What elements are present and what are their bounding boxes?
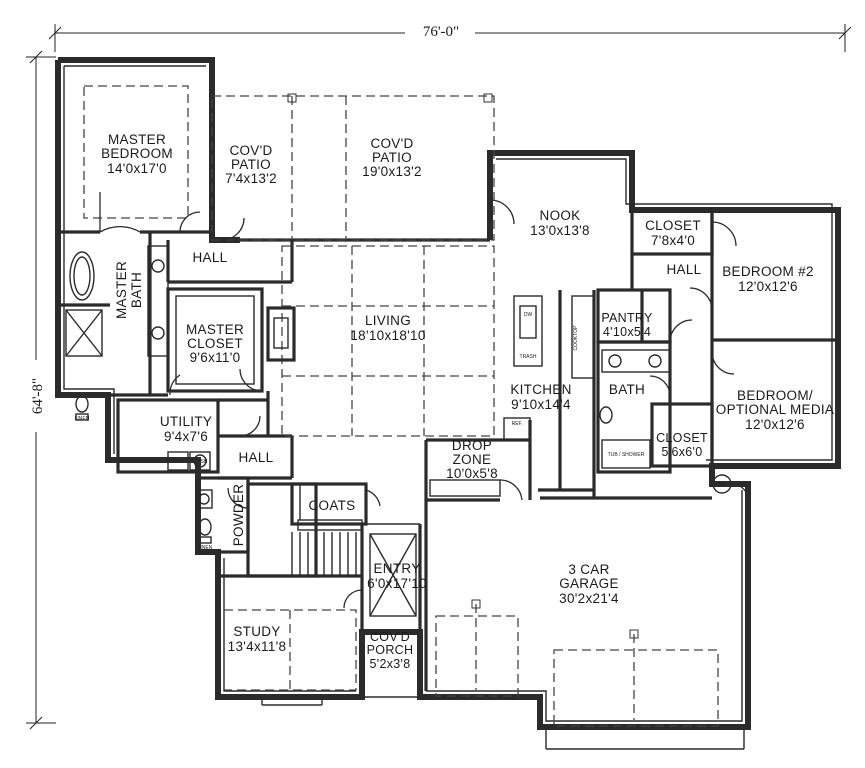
- trash-label: TRASH: [520, 354, 537, 360]
- covd-patio-1-name-1: COV'D: [229, 143, 272, 158]
- closet-2-name: CLOSET: [656, 431, 708, 445]
- covd-patio-2-name-2: PATIO: [372, 150, 412, 165]
- master-closet-name-2: CLOSET: [187, 336, 243, 351]
- fixture-labels: LINEN LINEN REF. TRASH WH DRY WASH TUB /…: [75, 312, 727, 551]
- master-closet-size: 9'6x11'0: [190, 350, 241, 365]
- garage-name-1: 3 CAR: [568, 562, 609, 577]
- kitchen-size: 9'10x14'4: [511, 397, 571, 412]
- linen-label-1: LINEN: [75, 416, 90, 422]
- exterior-walls: [55, 57, 841, 730]
- dry-label: DRY: [173, 459, 184, 465]
- study-size: 13'4x11'8: [228, 639, 287, 654]
- entry-size: 6'0x17'10: [367, 576, 427, 591]
- linen-label-2: LINEN: [198, 545, 213, 551]
- covd-patio-1-name-2: PATIO: [231, 157, 271, 172]
- wh-label: WH: [718, 482, 727, 488]
- master-bath-name-2: BATH: [129, 272, 144, 308]
- powder-name: POWDER: [231, 484, 246, 547]
- hall-right-name: HALL: [667, 262, 702, 277]
- master-bedroom-name-2: BEDROOM: [101, 146, 173, 161]
- master-bedroom-size: 14'0x17'0: [107, 161, 167, 176]
- living-name: LIVING: [365, 313, 411, 328]
- pantry-size: 4'10x5'4: [603, 325, 651, 339]
- bath-name: BATH: [609, 382, 645, 397]
- tub-label: TUB / SHOWER: [608, 452, 645, 458]
- master-bedroom-name-1: MASTER: [108, 132, 166, 147]
- study-name: STUDY: [233, 624, 280, 639]
- utility-name: UTILITY: [160, 414, 212, 429]
- bedroom-2-name: BEDROOM #2: [722, 264, 814, 279]
- closet-1-name: CLOSET: [645, 218, 701, 233]
- coats-name: COATS: [308, 498, 355, 513]
- pantry-name: PANTRY: [601, 311, 653, 325]
- nook-size: 13'0x13'8: [530, 223, 590, 238]
- ref-label: REF.: [512, 421, 523, 427]
- closet-2-size: 5'6x6'0: [662, 445, 703, 459]
- master-closet-name-1: MASTER: [186, 322, 244, 337]
- width-dimension-label: 76'-0": [423, 24, 459, 40]
- doors: [99, 192, 749, 609]
- entry-name: ENTRY: [373, 561, 420, 576]
- living-ceiling-beams: [281, 245, 495, 437]
- interior-walls: [58, 208, 838, 750]
- patio-outline: [83, 59, 495, 241]
- covd-patio-1-size: 7'4x13'2: [225, 171, 277, 186]
- closet-1-size: 7'8x4'0: [651, 233, 695, 248]
- garage-name-2: GARAGE: [559, 576, 619, 591]
- dw-label: DW: [524, 312, 533, 318]
- bedroom-media-name-2: OPTIONAL MEDIA: [716, 402, 834, 417]
- covd-porch-name-1: COV'D: [370, 630, 410, 644]
- kitchen-name: KITCHEN: [510, 382, 571, 397]
- covd-patio-2-size: 19'0x13'2: [362, 164, 422, 179]
- bedroom-2-size: 12'0x12'6: [738, 279, 798, 294]
- stairs: [291, 484, 357, 576]
- drop-zone-name-1: DROP: [452, 438, 492, 453]
- garage-size: 30'2x21'4: [559, 591, 619, 606]
- drop-zone-size: 10'0x5'8: [446, 466, 498, 481]
- room-labels: MASTER BEDROOM 14'0x17'0 COV'D PATIO 7'4…: [101, 132, 834, 671]
- covd-porch-name-2: PORCH: [367, 643, 414, 657]
- hall-lower-name: HALL: [239, 450, 274, 465]
- master-bath-name-1: MASTER: [114, 261, 129, 319]
- nook-name: NOOK: [540, 208, 581, 223]
- drop-zone-name-2: ZONE: [453, 452, 492, 467]
- cooktop-label: COOKTOP: [573, 325, 579, 351]
- wash-label: WASH: [193, 459, 208, 465]
- bedroom-media-name-1: BEDROOM/: [737, 388, 813, 403]
- covd-patio-2-name-1: COV'D: [370, 136, 413, 151]
- bedroom-media-size: 12'0x12'6: [745, 417, 805, 432]
- dimension-lines: 76'-0" 64'-8": [26, 18, 852, 730]
- living-size: 18'10x18'10: [350, 328, 425, 343]
- covd-porch-size: 5'2x3'8: [370, 657, 411, 671]
- hall-master-name: HALL: [193, 250, 228, 265]
- utility-size: 9'4x7'6: [164, 429, 208, 444]
- depth-dimension-label: 64'-8": [30, 378, 46, 414]
